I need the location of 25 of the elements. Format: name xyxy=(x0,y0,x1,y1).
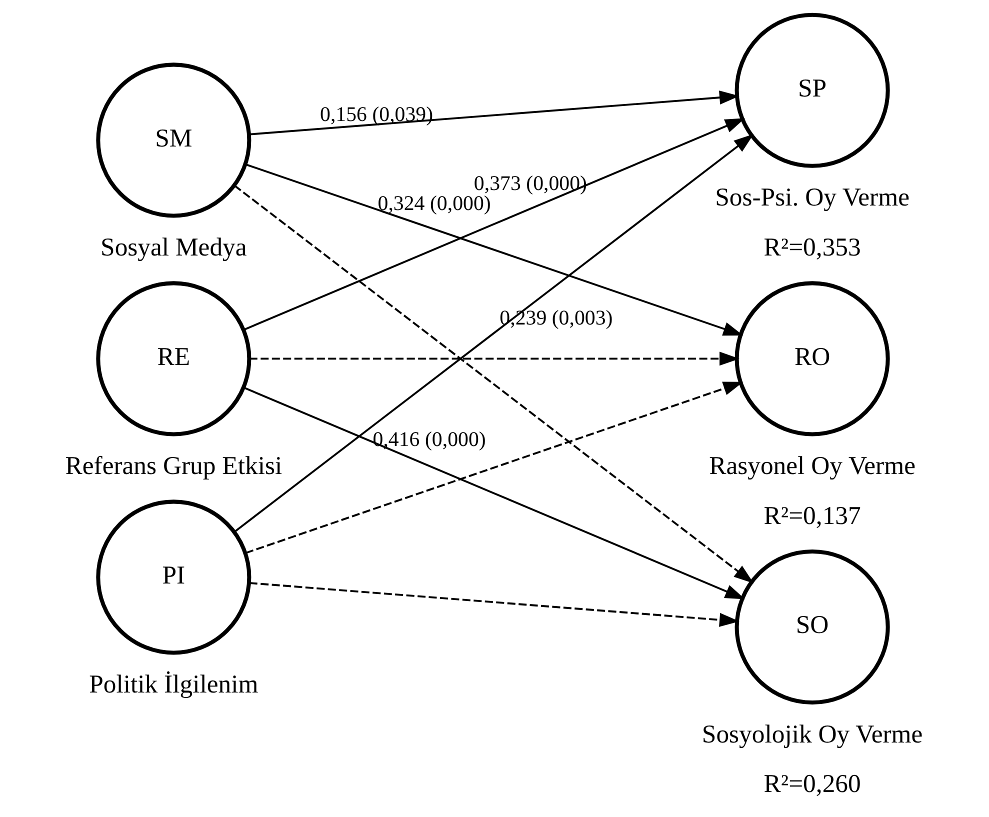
node-circle: RO xyxy=(734,281,890,436)
arrow xyxy=(248,582,739,627)
edge-label: 0,373 (0,000) xyxy=(473,170,586,195)
node-label: Sos-Psi. Oy Verme xyxy=(714,182,909,212)
edge-label: 0,416 (0,000) xyxy=(372,426,486,451)
arrow xyxy=(243,118,745,331)
arrow xyxy=(244,382,743,554)
node-label: R²=0,260 xyxy=(763,769,860,798)
node-label: R²=0,137 xyxy=(763,500,860,530)
node-label: Politik İlgilenim xyxy=(88,670,258,699)
arrow xyxy=(233,134,754,533)
node-label: R²=0,353 xyxy=(763,232,860,262)
arrow xyxy=(248,90,739,136)
node-circle: RE xyxy=(96,281,251,436)
arrow xyxy=(244,164,743,336)
edge-label: 0,156 (0,039) xyxy=(320,102,433,126)
node-label: Referans Grup Etkisi xyxy=(64,451,282,480)
node-label: Sosyolojik Oy Verme xyxy=(701,719,922,748)
arrow xyxy=(233,184,754,584)
node-label: Sosyal Medya xyxy=(100,232,246,262)
arrow xyxy=(243,386,745,600)
arrow xyxy=(248,352,739,366)
node-label: Rasyonel Oy Verme xyxy=(708,451,916,480)
node-circle: PI xyxy=(96,500,251,655)
node-circle: SM xyxy=(96,62,251,218)
